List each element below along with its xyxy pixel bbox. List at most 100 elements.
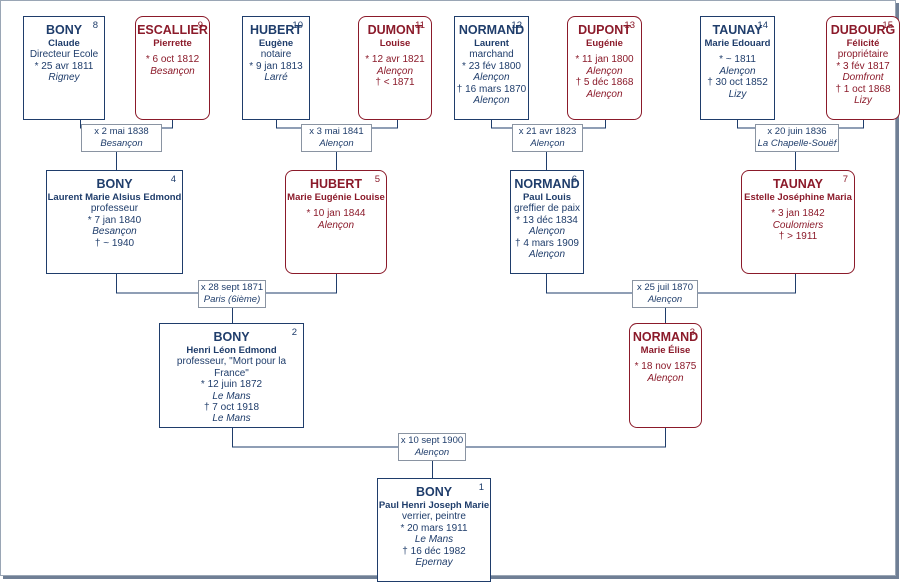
person-card-13[interactable]: 13 DUPONT Eugénie * 11 jan 1800 Alençon …: [567, 16, 642, 120]
marriage-box-6: x 25 juil 1870 Alençon: [632, 280, 698, 308]
person-card-12[interactable]: 12 NORMAND Laurent marchand * 23 fév 180…: [454, 16, 529, 120]
given-names: Marie Élise: [640, 345, 691, 356]
birth-place: Domfront: [842, 72, 884, 84]
sosa-number: 11: [415, 20, 425, 31]
surname: DUBOURG: [830, 23, 896, 37]
person-card-1[interactable]: 1 BONY Paul Henri Joseph Marie verrier, …: [377, 478, 491, 582]
birth-date: * 7 jan 1840: [87, 214, 142, 226]
surname: HUBERT: [249, 23, 303, 37]
birth-place: Alençon: [586, 65, 623, 77]
marriage-box-8: x 2 mai 1838 Besançon: [81, 124, 162, 152]
surname: TAUNAY: [712, 23, 763, 37]
sosa-number: 12: [511, 20, 522, 31]
marriage-box-12: x 21 avr 1823 Alençon: [512, 124, 583, 152]
given-names: Paul Louis: [522, 192, 572, 203]
birth-date: * 18 nov 1875: [634, 361, 697, 373]
marriage-box-2: x 10 sept 1900 Alençon: [398, 433, 466, 461]
birth-date: * 6 oct 1812: [145, 54, 200, 66]
person-card-9[interactable]: 9 ESCALLIER Pierrette * 6 oct 1812 Besan…: [135, 16, 210, 120]
sosa-number: 8: [92, 20, 98, 31]
person-card-4[interactable]: 4 BONY Laurent Marie Alsius Edmond profe…: [46, 170, 183, 274]
death-place: Epernay: [415, 557, 453, 569]
surname: HUBERT: [309, 177, 363, 191]
person-card-15[interactable]: 15 DUBOURG Félicité propriétaire * 3 fév…: [826, 16, 900, 120]
marriage-place: Alençon: [530, 138, 565, 149]
given-names: Laurent: [474, 38, 509, 49]
given-names: Henri Léon Edmond: [186, 345, 277, 356]
birth-place: Le Mans: [414, 534, 454, 546]
given-names: Marie Edouard: [704, 38, 771, 49]
sosa-number: 14: [757, 20, 768, 31]
birth-place: Alençon: [528, 226, 566, 238]
marriage-box-4: x 28 sept 1871 Paris (6ième): [198, 280, 266, 308]
birth-place: Alençon: [317, 219, 355, 231]
marriage-place: Alençon: [414, 447, 450, 458]
death-place: Le Mans: [212, 413, 251, 425]
death-date: † 30 oct 1852: [707, 77, 768, 89]
occupation: greffier de paix: [514, 203, 580, 215]
given-names: Eugène: [258, 38, 294, 49]
birth-date: * 3 fév 1817: [836, 60, 890, 72]
person-card-7[interactable]: 7 TAUNAY Estelle Joséphine Maria * 3 jan…: [741, 170, 855, 274]
death-place: Alençon: [586, 88, 623, 100]
birth-date: * 3 jan 1842: [771, 208, 825, 220]
surname: NORMAND: [458, 23, 525, 37]
person-card-2[interactable]: 2 BONY Henri Léon Edmond professeur, "Mo…: [159, 323, 304, 428]
surname: NORMAND: [632, 330, 699, 344]
birth-place: Alençon: [376, 65, 414, 77]
person-card-6[interactable]: 6 NORMAND Paul Louis greffier de paix * …: [510, 170, 584, 274]
surname: NORMAND: [514, 177, 580, 191]
sosa-number: 15: [882, 20, 893, 31]
death-date: † 4 mars 1909: [515, 237, 579, 249]
occupation: propriétaire: [837, 49, 889, 61]
death-date: † ~ 1940: [94, 237, 135, 249]
person-card-14[interactable]: 14 TAUNAY Marie Edouard * ~ 1811 Alençon…: [700, 16, 775, 120]
given-names: Félicité: [846, 38, 880, 49]
person-card-11[interactable]: 11 DUMONT Louise * 12 avr 1821 Alençon †…: [358, 16, 432, 120]
sosa-number: 13: [624, 20, 635, 31]
given-names: Louise: [379, 38, 411, 49]
person-card-10[interactable]: 10 HUBERT Eugène notaire * 9 jan 1813 La…: [242, 16, 310, 120]
death-place: Alençon: [528, 249, 566, 261]
birth-date: * 12 avr 1821: [365, 54, 425, 66]
death-place: Lizy: [728, 88, 747, 100]
death-place: Lizy: [854, 95, 872, 107]
death-date: † 7 oct 1918: [203, 402, 260, 414]
birth-place: Larré: [264, 72, 288, 84]
occupation: notaire: [260, 49, 292, 61]
sosa-number: 6: [571, 174, 577, 185]
surname: BONY: [96, 177, 133, 191]
sosa-number: 3: [689, 327, 695, 338]
birth-place: Alençon: [647, 372, 684, 384]
sosa-number: 1: [478, 482, 484, 493]
sosa-number: 5: [374, 174, 380, 185]
person-card-5[interactable]: 5 HUBERT Marie Eugénie Louise * 10 jan 1…: [285, 170, 387, 274]
birth-place: Alençon: [473, 72, 510, 84]
marriage-place: Paris (6ième): [203, 294, 261, 305]
birth-date: * 10 jan 1844: [306, 208, 366, 220]
marriage-place: Besançon: [100, 138, 143, 149]
sosa-number: 2: [291, 327, 297, 338]
marriage-place: Alençon: [319, 138, 354, 149]
given-names: Pierrette: [153, 38, 192, 49]
occupation: Directeur Ecole: [29, 49, 99, 61]
death-date: † 5 déc 1868: [575, 77, 634, 89]
given-names: Estelle Joséphine Maria: [744, 192, 852, 203]
birth-place: Alençon: [719, 65, 756, 77]
birth-date: * 23 fév 1800: [462, 60, 521, 72]
marriage-date: x 28 sept 1871: [200, 282, 264, 293]
marriage-date: x 25 juil 1870: [637, 282, 693, 293]
birth-date: * ~ 1811: [719, 54, 756, 66]
birth-date: * 12 juin 1872: [200, 379, 263, 391]
person-card-3[interactable]: 3 NORMAND Marie Élise * 18 nov 1875 Alen…: [629, 323, 702, 428]
occupation: verrier, peintre: [402, 511, 466, 523]
person-card-8[interactable]: 8 BONY Claude Directeur Ecole * 25 avr 1…: [23, 16, 105, 120]
death-date: † > 1911: [778, 231, 818, 243]
surname: TAUNAY: [772, 177, 823, 191]
occupation: professeur: [90, 203, 139, 215]
given-names: Laurent Marie Alsius Edmond: [47, 192, 182, 203]
death-date: † 16 déc 1982: [402, 545, 466, 557]
marriage-box-14: x 20 juin 1836 La Chapelle-Souëf: [755, 124, 839, 152]
marriage-date: x 20 juin 1836: [767, 126, 827, 137]
death-date: † 16 mars 1870: [456, 83, 527, 95]
